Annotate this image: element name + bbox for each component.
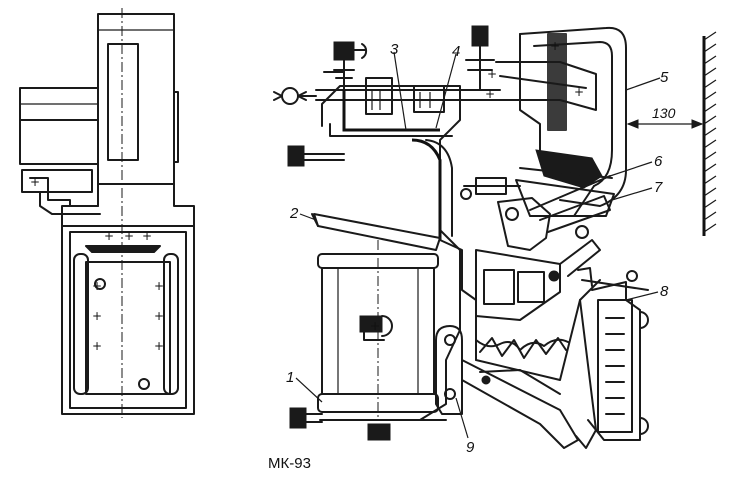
svg-text:+: + — [154, 339, 164, 353]
coil: + — [317, 240, 439, 420]
svg-text:+: + — [92, 279, 102, 293]
part-label-5: 5 — [660, 69, 669, 86]
dimension-label: 130 — [652, 105, 676, 121]
part-label-7: 7 — [654, 179, 663, 196]
arc-horns — [515, 149, 615, 217]
svg-text:+: + — [154, 309, 164, 323]
aux-contact-block — [575, 267, 649, 449]
svg-text:+: + — [92, 309, 102, 323]
part-label-4: 4 — [452, 43, 460, 60]
part-label-1: 1 — [286, 369, 294, 386]
svg-text:+: + — [485, 87, 495, 101]
dimension-130: 130 — [626, 105, 704, 129]
left-terminal — [287, 145, 345, 167]
part-label-2: 2 — [289, 205, 299, 222]
top-left-terminal — [323, 41, 368, 91]
part-label-9: 9 — [466, 439, 475, 456]
leader-lines — [295, 51, 661, 439]
svg-text:+: + — [92, 339, 102, 353]
svg-text:+: + — [574, 85, 584, 99]
part-label-6: 6 — [654, 153, 663, 170]
bottom-terminal — [289, 407, 323, 429]
svg-text:+: + — [124, 229, 134, 243]
wall — [702, 31, 717, 236]
svg-text:+: + — [30, 175, 40, 189]
front-view: + + + + + + + + + + — [19, 8, 195, 418]
armature-springs — [439, 239, 601, 395]
arc-chute: + + — [495, 26, 627, 217]
svg-text:+: + — [104, 229, 114, 243]
svg-text:+: + — [142, 229, 152, 243]
part-label-8: 8 — [660, 283, 669, 300]
coil-marks: + + + + + + — [92, 279, 164, 353]
svg-text:+: + — [487, 67, 497, 81]
part-label-3: 3 — [390, 41, 399, 58]
svg-text:+: + — [370, 319, 380, 333]
lever-plate — [435, 325, 579, 449]
svg-text:+: + — [154, 279, 164, 293]
side-view: + + + + — [273, 25, 649, 449]
figure-caption: МК-93 — [268, 455, 311, 472]
bottom-nut — [367, 423, 391, 441]
wing-nut — [273, 87, 317, 105]
upper-terminal: + + — [465, 25, 497, 101]
contact-lever — [475, 175, 611, 321]
svg-text:+: + — [550, 39, 560, 53]
